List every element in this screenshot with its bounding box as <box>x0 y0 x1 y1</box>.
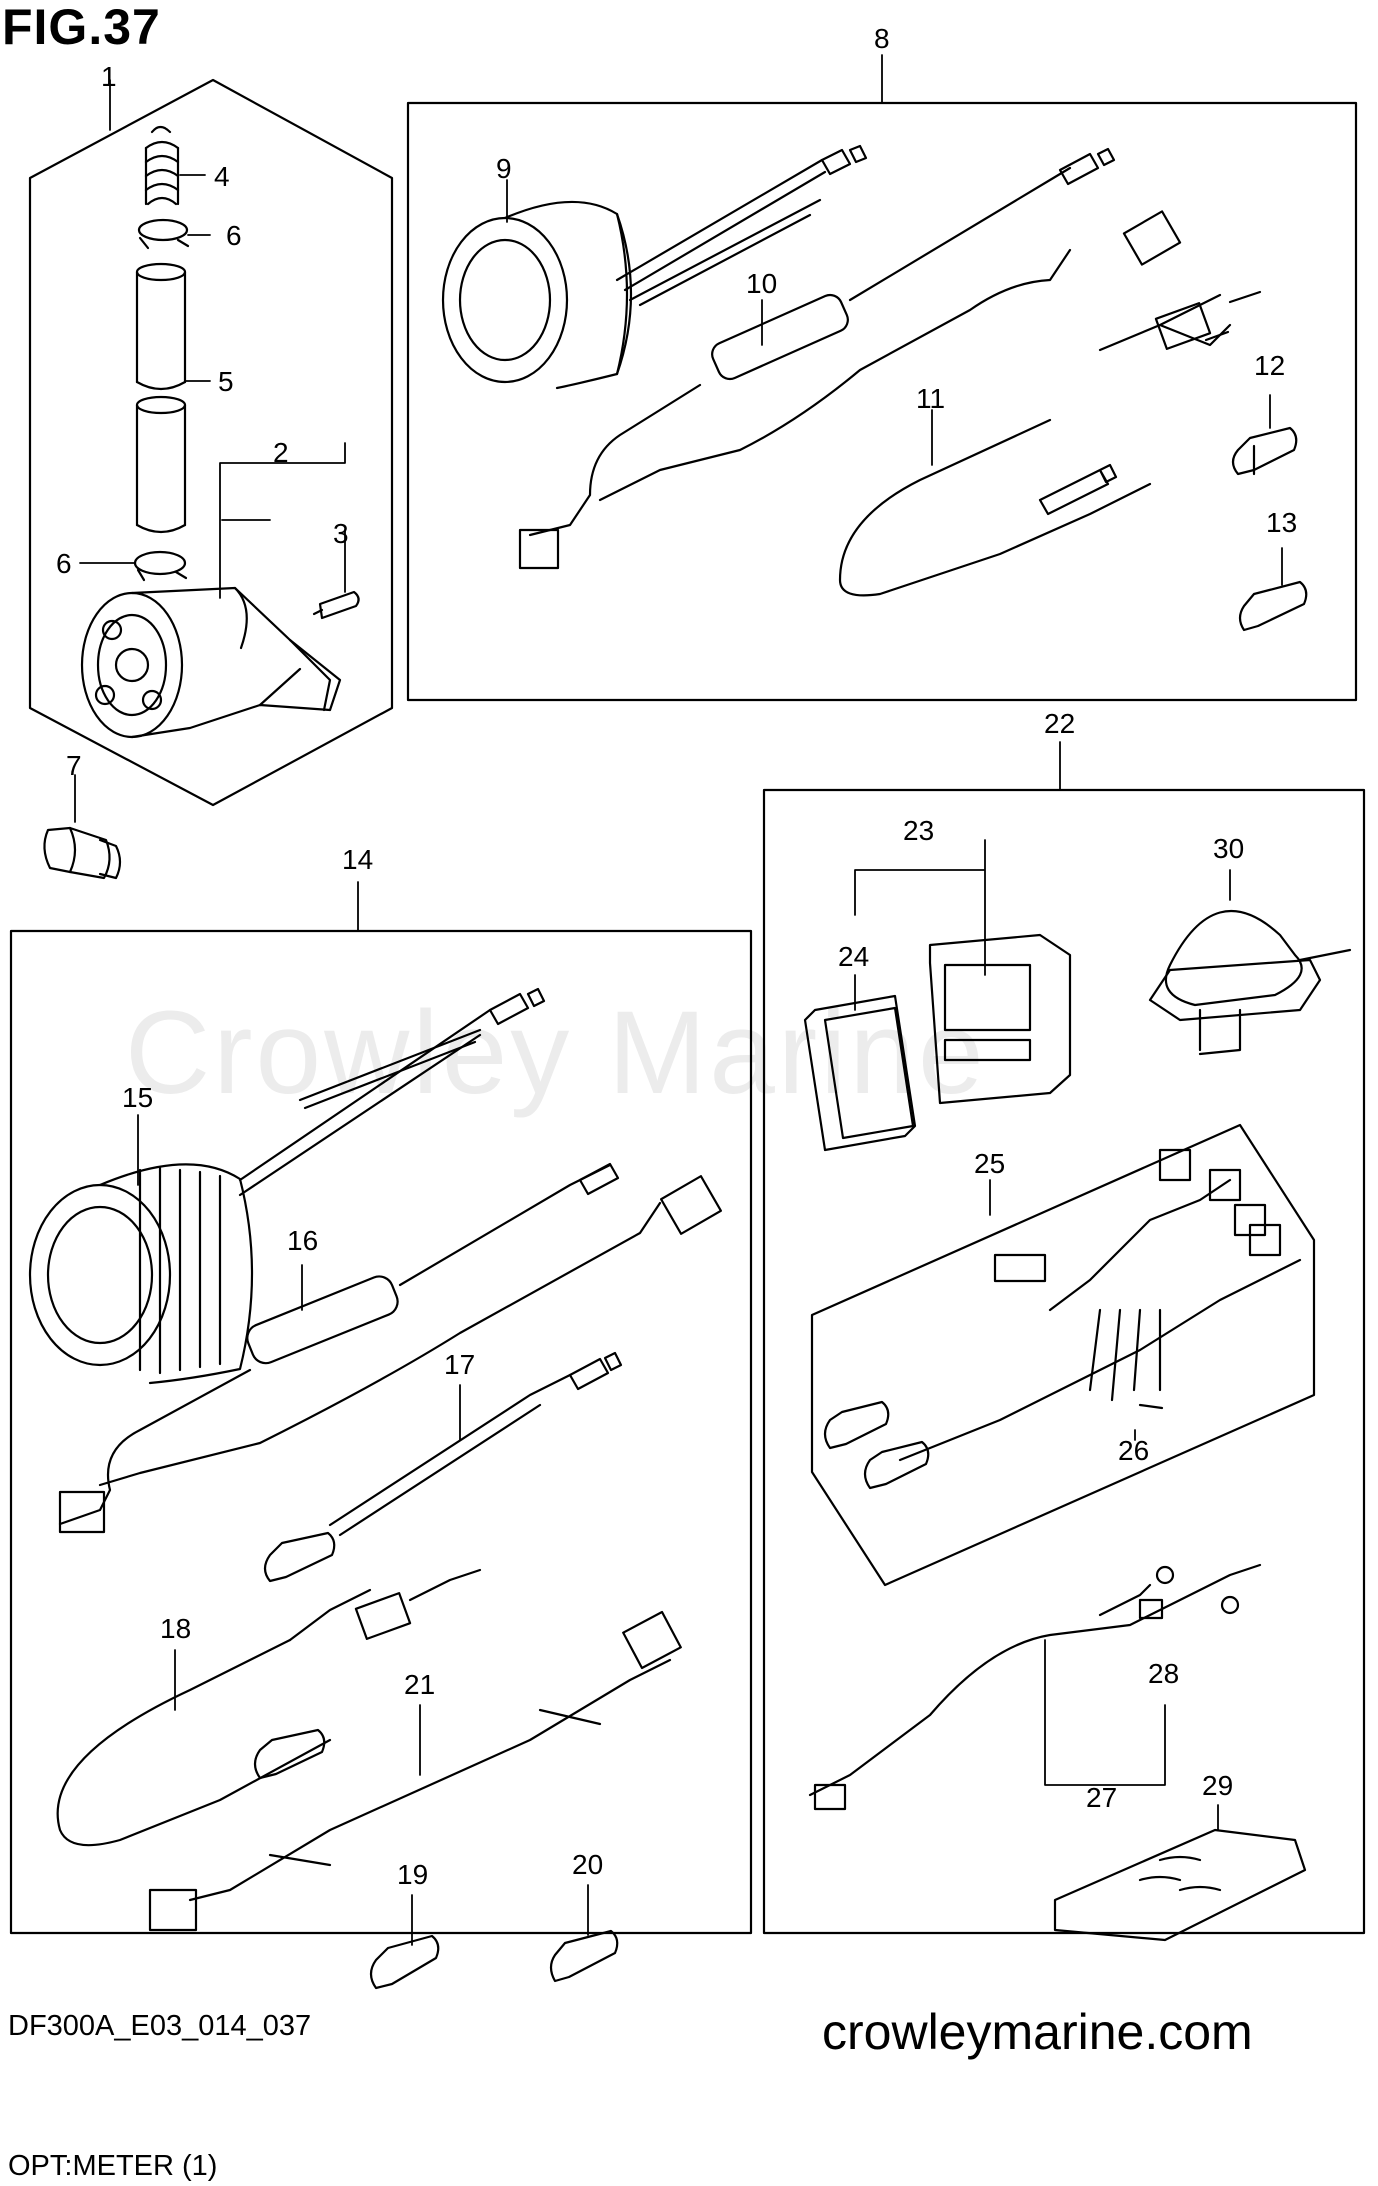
callout: 25 <box>974 1148 1005 1179</box>
clamp-part-6-top <box>137 218 190 250</box>
callout: 13 <box>1266 507 1297 538</box>
callout: 7 <box>66 750 82 781</box>
group-14-box <box>9 881 753 1990</box>
group-22-box <box>762 741 1366 1942</box>
site-url[interactable]: crowleymarine.com <box>822 2004 1253 2060</box>
figure-subtitle: OPT:METER (1) <box>8 2150 218 2182</box>
callout: 12 <box>1254 350 1285 381</box>
figure-code: DF300A_E03_014_037 <box>8 2010 312 2042</box>
callout: 5 <box>218 366 234 397</box>
cap-part-20 <box>549 1929 619 1983</box>
group-1-kit <box>28 78 394 807</box>
cap-part-13 <box>1238 580 1308 632</box>
callout: 20 <box>572 1849 603 1880</box>
cable-part-17 <box>263 1351 623 1583</box>
callout: 27 <box>1086 1782 1117 1813</box>
cable-part-18 <box>56 1568 482 1847</box>
callout: 18 <box>160 1613 191 1644</box>
callout: 19 <box>397 1859 428 1890</box>
gauge-part-15 <box>28 987 546 1385</box>
callout-labels: 1 2 3 4 5 6 6 7 8 9 10 11 12 13 14 15 16… <box>56 23 1297 1890</box>
callout: 28 <box>1148 1658 1179 1689</box>
callout: 6 <box>226 220 242 251</box>
cable-part-11 <box>838 290 1262 597</box>
callout: 24 <box>838 941 869 972</box>
screw-part-26 <box>1138 1403 1164 1410</box>
harness-box-part-25 <box>810 1123 1316 1587</box>
gauge-part-9 <box>441 144 868 390</box>
harness-part-10 <box>518 147 1182 570</box>
callout: 2 <box>273 437 289 468</box>
bezel-part-24 <box>803 994 917 1152</box>
callout: 3 <box>333 518 349 549</box>
group-8-box <box>406 54 1358 702</box>
callout: 21 <box>404 1669 435 1700</box>
display-part-23 <box>928 933 1072 1105</box>
clamp-part-6-bottom <box>133 550 188 582</box>
harness-part-27 <box>808 1563 1262 1811</box>
fitting-part-7 <box>43 774 122 880</box>
hose-part-5 <box>135 262 187 534</box>
callout: 17 <box>444 1349 475 1380</box>
antenna-part-30 <box>1148 909 1352 1056</box>
callout: 22 <box>1044 708 1075 739</box>
callout: 15 <box>122 1082 153 1113</box>
callout: 8 <box>874 23 890 54</box>
figure-title: FIG.37 <box>2 0 161 55</box>
cap-part-12 <box>1231 426 1298 476</box>
callout: 10 <box>746 268 777 299</box>
housing-part-2 <box>80 586 342 739</box>
callout: 23 <box>903 815 934 846</box>
callout: 6 <box>56 548 72 579</box>
callout: 4 <box>214 161 230 192</box>
bag-part-29 <box>1053 1828 1307 1942</box>
bellows-part-4 <box>144 125 180 206</box>
callout: 1 <box>101 61 117 92</box>
callout: 26 <box>1118 1435 1149 1466</box>
watermark: Crowley Marine <box>125 987 987 1119</box>
callout: 11 <box>916 383 945 414</box>
harness-part-16 <box>58 1162 723 1534</box>
callout: 9 <box>496 153 512 184</box>
callout: 16 <box>287 1225 318 1256</box>
callout: 30 <box>1213 833 1244 864</box>
callout: 29 <box>1202 1770 1233 1801</box>
callout: 14 <box>342 844 373 875</box>
cap-part-19 <box>369 1934 440 1990</box>
screw-part-3 <box>312 590 360 620</box>
cable-part-21 <box>148 1610 682 1932</box>
